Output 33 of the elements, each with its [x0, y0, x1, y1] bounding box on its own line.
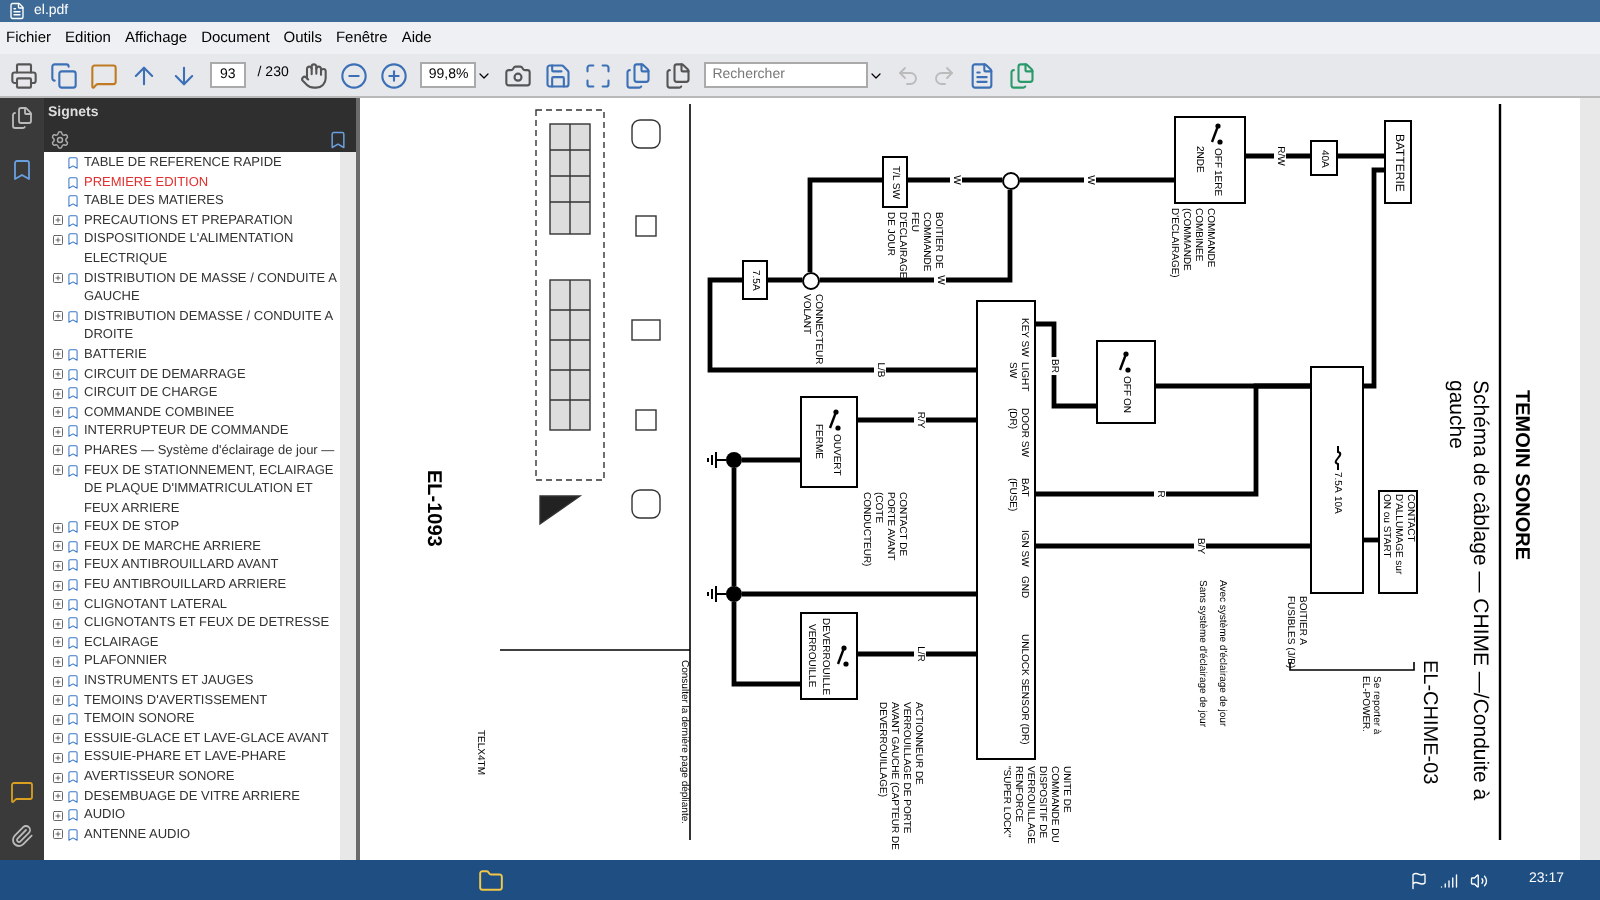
fuse-box [1310, 140, 1338, 176]
wire [1246, 153, 1310, 159]
wire [742, 591, 976, 597]
wire [742, 457, 800, 463]
wire [858, 651, 976, 657]
wire [908, 177, 1002, 183]
page-reference: EL-CHIME-03 [1416, 660, 1440, 788]
wire [1036, 383, 1310, 497]
fuse-box [742, 260, 768, 300]
wire [807, 177, 882, 272]
wire [1036, 321, 1096, 409]
wire [1036, 543, 1310, 549]
relay-box [882, 156, 908, 208]
key-switch-box [1096, 340, 1156, 424]
wire [1338, 153, 1384, 159]
page-subtitle: Schéma de câblage — CHIME —/Conduite à gauche [1441, 380, 1492, 805]
control-unit-box [976, 300, 1036, 760]
wire [820, 190, 1013, 283]
wire [768, 277, 802, 283]
wire [731, 602, 800, 687]
wire [858, 417, 976, 423]
page-number: EL-1093 [420, 470, 444, 551]
wire [1020, 177, 1174, 183]
fuse-block [1310, 366, 1364, 594]
wire [707, 277, 976, 373]
page-title: TEMOIN SONORE [1508, 390, 1534, 565]
wire [1364, 167, 1384, 389]
light-switch-box [1174, 116, 1246, 204]
door-lock-actuator-box [800, 612, 858, 700]
wire [731, 468, 737, 586]
ignition-switch-box [1378, 490, 1418, 594]
door-switch-box [800, 396, 858, 488]
battery-box [1384, 120, 1412, 204]
